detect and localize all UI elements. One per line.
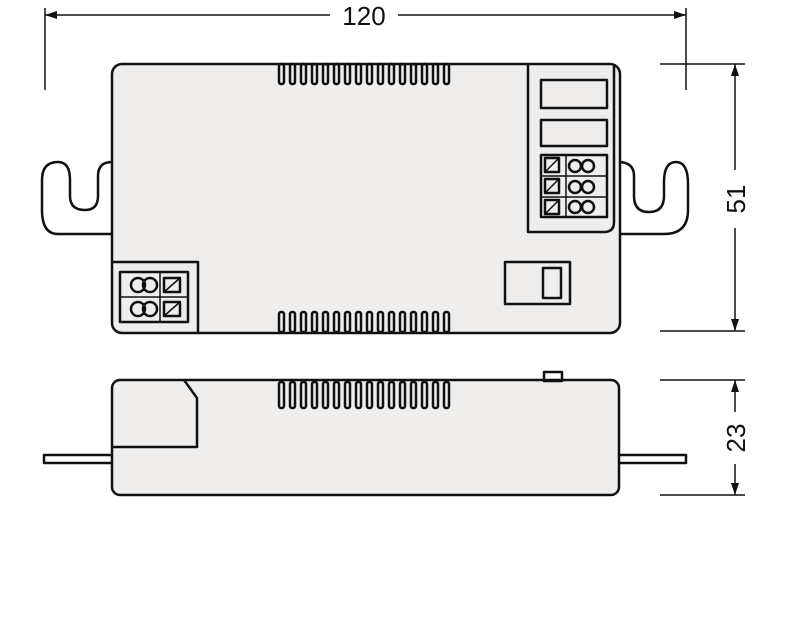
vent-slot bbox=[310, 310, 319, 334]
vent-slot bbox=[442, 62, 451, 86]
vent-slots-top bbox=[277, 62, 451, 86]
vent-slot bbox=[376, 380, 385, 410]
vent-slot bbox=[409, 380, 418, 410]
vent-slot bbox=[310, 62, 319, 86]
top-view bbox=[40, 62, 690, 335]
vent-slot bbox=[365, 62, 374, 86]
dip-switch bbox=[503, 260, 572, 306]
housing-side bbox=[110, 378, 621, 497]
vent-slot bbox=[332, 62, 341, 86]
vent-slot bbox=[409, 310, 418, 334]
vent-slot bbox=[332, 310, 341, 334]
label-window-2 bbox=[539, 118, 609, 148]
height-dimension-side-view: 23 bbox=[660, 379, 751, 496]
side-left-tab bbox=[42, 453, 115, 465]
vent-slot bbox=[321, 310, 330, 334]
vent-slot bbox=[343, 380, 352, 410]
vent-slot bbox=[354, 380, 363, 410]
vent-slot bbox=[365, 380, 374, 410]
vent-slot bbox=[343, 310, 352, 334]
vent-slot bbox=[299, 62, 308, 86]
vent-slot bbox=[376, 310, 385, 334]
label-window-1 bbox=[539, 78, 609, 110]
input-terminal-block bbox=[118, 270, 190, 324]
vent-slot bbox=[343, 62, 352, 86]
vent-slots-bottom bbox=[277, 310, 451, 334]
side-height-dimension-label: 23 bbox=[721, 424, 751, 453]
vent-slot bbox=[431, 310, 440, 334]
vent-slot bbox=[387, 310, 396, 334]
vent-slot bbox=[299, 380, 308, 410]
side-switch-knob bbox=[542, 370, 564, 383]
vent-slot bbox=[277, 380, 286, 410]
vent-slot bbox=[398, 62, 407, 86]
vent-slot bbox=[442, 310, 451, 334]
vent-slots-side bbox=[277, 380, 451, 410]
side-terminal-cover bbox=[112, 379, 199, 449]
vent-slot bbox=[299, 310, 308, 334]
width-dimension-label: 120 bbox=[342, 1, 385, 31]
vent-slot bbox=[332, 380, 341, 410]
vent-slot bbox=[277, 62, 286, 86]
vent-slot bbox=[420, 380, 429, 410]
housing-top bbox=[110, 62, 622, 335]
width-dimension: 120 bbox=[44, 1, 687, 90]
side-view bbox=[42, 370, 688, 497]
vent-slot bbox=[354, 62, 363, 86]
output-terminal-compartment bbox=[526, 64, 616, 234]
vent-slot bbox=[277, 310, 286, 334]
vent-slot bbox=[288, 62, 297, 86]
vent-slot bbox=[442, 380, 451, 410]
vent-slot bbox=[310, 380, 319, 410]
vent-slot bbox=[420, 62, 429, 86]
height-dimension-top-view: 51 bbox=[660, 63, 751, 332]
vent-slot bbox=[288, 310, 297, 334]
height-dimension-label: 51 bbox=[721, 185, 751, 214]
vent-slot bbox=[398, 380, 407, 410]
vent-slot bbox=[387, 62, 396, 86]
input-terminal-compartment bbox=[112, 260, 200, 333]
left-mounting-hook bbox=[40, 160, 113, 236]
output-terminal-block bbox=[539, 153, 609, 219]
vent-slot bbox=[321, 380, 330, 410]
vent-slot bbox=[376, 62, 385, 86]
vent-slot bbox=[365, 310, 374, 334]
vent-slot bbox=[431, 380, 440, 410]
vent-slot bbox=[420, 310, 429, 334]
vent-slot bbox=[387, 380, 396, 410]
side-right-tab bbox=[616, 453, 688, 465]
vent-slot bbox=[409, 62, 418, 86]
vent-slot bbox=[288, 380, 297, 410]
vent-slot bbox=[431, 62, 440, 86]
vent-slot bbox=[354, 310, 363, 334]
right-mounting-hook bbox=[617, 160, 690, 236]
vent-slot bbox=[321, 62, 330, 86]
vent-slot bbox=[398, 310, 407, 334]
